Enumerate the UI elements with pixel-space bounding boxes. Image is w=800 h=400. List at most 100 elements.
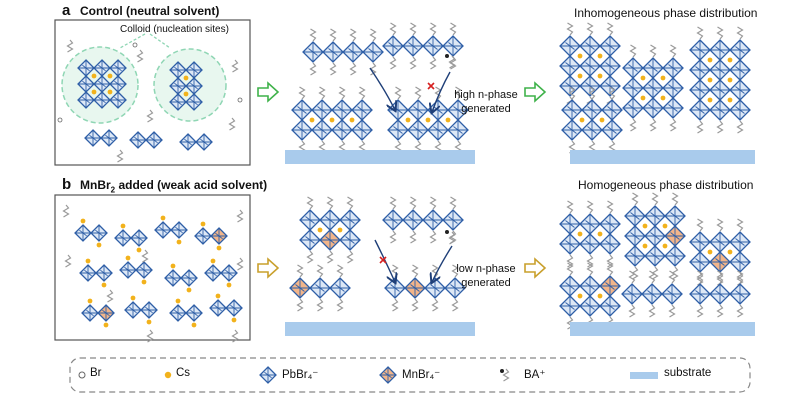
cs-atom	[101, 282, 107, 288]
high-n-phase-label: high n-phase generated	[454, 89, 518, 115]
pbbr4-octahedron	[309, 277, 331, 299]
ba-cation	[318, 86, 326, 100]
pbbr4-octahedron	[100, 129, 118, 147]
pbbr4-octahedron	[729, 39, 751, 61]
ba-cation	[409, 22, 417, 36]
cs-atom	[87, 298, 93, 304]
pbbr4-octahedron	[204, 264, 222, 282]
pbbr4-octahedron	[689, 59, 711, 81]
cs-atom	[210, 258, 216, 264]
cs-atom	[579, 117, 585, 123]
pbbr4-octahedron	[119, 261, 137, 279]
pbbr4-octahedron	[209, 299, 227, 317]
pbbr4-octahedron	[339, 229, 361, 251]
ba-cation	[696, 304, 704, 318]
cs-atom	[91, 73, 97, 79]
substrate-bar	[570, 322, 755, 336]
ba-cation	[588, 86, 596, 100]
perovskite-slab	[299, 196, 361, 264]
legend-label: Cs	[176, 367, 191, 379]
perovskite-slab	[124, 301, 158, 319]
ba-cation	[716, 120, 724, 134]
pbbr4-octahedron	[130, 229, 148, 247]
attach-arrow	[432, 71, 451, 112]
pbbr4-octahedron	[402, 35, 424, 57]
ba-cation	[716, 218, 724, 232]
pbbr4-octahedron	[422, 209, 444, 231]
pbbr4-octahedron	[662, 57, 684, 79]
pbbr4-octahedron	[709, 39, 731, 61]
legend-label: Br	[90, 367, 102, 379]
pbbr4-octahedron	[331, 119, 353, 141]
ba-cation	[336, 264, 344, 278]
pbbr4-octahedron	[169, 93, 187, 111]
pbbr4-octahedron	[644, 205, 666, 227]
pbbr4-octahedron	[601, 99, 623, 121]
attach-arrow	[432, 245, 453, 282]
substrate-swatch-icon	[630, 372, 658, 379]
cs-atom	[200, 221, 206, 227]
ba-cation	[231, 329, 239, 343]
cs-atom	[309, 117, 315, 123]
ba-cation	[669, 44, 677, 58]
pbbr4-octahedron	[559, 35, 581, 57]
perovskite-slab	[194, 227, 228, 245]
perovskite-slab	[129, 131, 163, 149]
perovskite-slab	[84, 129, 118, 147]
cs-atom	[727, 249, 733, 255]
ba-cation	[669, 118, 677, 132]
cs-atom	[191, 322, 197, 328]
perovskite-slab	[169, 304, 203, 322]
ba-cation	[628, 270, 636, 284]
pbbr4-octahedron	[559, 233, 581, 255]
pbbr4-octahedron	[135, 261, 153, 279]
ba-cation	[716, 304, 724, 318]
cs-atom	[597, 293, 603, 299]
panel-a-title: Control (neutral solvent)	[80, 4, 220, 18]
cs-atom	[707, 57, 713, 63]
substrate-bar	[570, 150, 755, 164]
cs-atom	[107, 73, 113, 79]
legend-label: BA⁺	[524, 369, 546, 381]
ba-cation	[389, 56, 397, 70]
pbbr4-octahedron	[729, 59, 751, 81]
cs-atom	[707, 77, 713, 83]
colloid-pointer	[149, 33, 171, 49]
pbbr4-octahedron-icon	[259, 366, 277, 384]
ba-cation	[586, 262, 594, 276]
pbbr4-octahedron	[93, 91, 111, 109]
cs-atom	[660, 95, 666, 101]
perovskite-slab	[621, 270, 683, 318]
blocked-mark	[427, 82, 435, 90]
pbbr4-octahedron	[124, 301, 142, 319]
pbbr4-octahedron	[407, 99, 429, 121]
cs-atom	[660, 75, 666, 81]
panel-b-title: MnBr2 added (weak acid solvent)	[80, 178, 268, 195]
cs-atom-icon	[164, 371, 172, 379]
pbbr4-octahedron	[599, 213, 621, 235]
pbbr4-octahedron	[362, 41, 384, 63]
pbbr4-octahedron	[579, 213, 601, 235]
perovskite-slab	[209, 299, 243, 317]
cs-atom	[577, 73, 583, 79]
ba-cation	[414, 86, 422, 100]
ba-cation	[326, 250, 334, 264]
pbbr4-octahedron	[185, 61, 203, 79]
ba-cation	[389, 196, 397, 210]
ba-cation	[136, 49, 144, 63]
pbbr4-octahedron	[179, 133, 197, 151]
ba-cation	[429, 56, 437, 70]
ba-cation	[736, 120, 744, 134]
pbbr4-octahedron	[729, 79, 751, 101]
ba-cation	[696, 120, 704, 134]
ba-cation	[389, 22, 397, 36]
ba-cation	[606, 200, 614, 214]
perovskite-slab	[154, 221, 188, 239]
ba-cation	[696, 270, 704, 284]
mnbr4-octahedron	[210, 227, 228, 245]
perovskite-slab	[559, 22, 621, 110]
pbbr4-octahedron	[351, 119, 373, 141]
pbbr4-octahedron	[145, 131, 163, 149]
cs-atom	[146, 319, 152, 325]
pbbr4-octahedron	[624, 225, 646, 247]
